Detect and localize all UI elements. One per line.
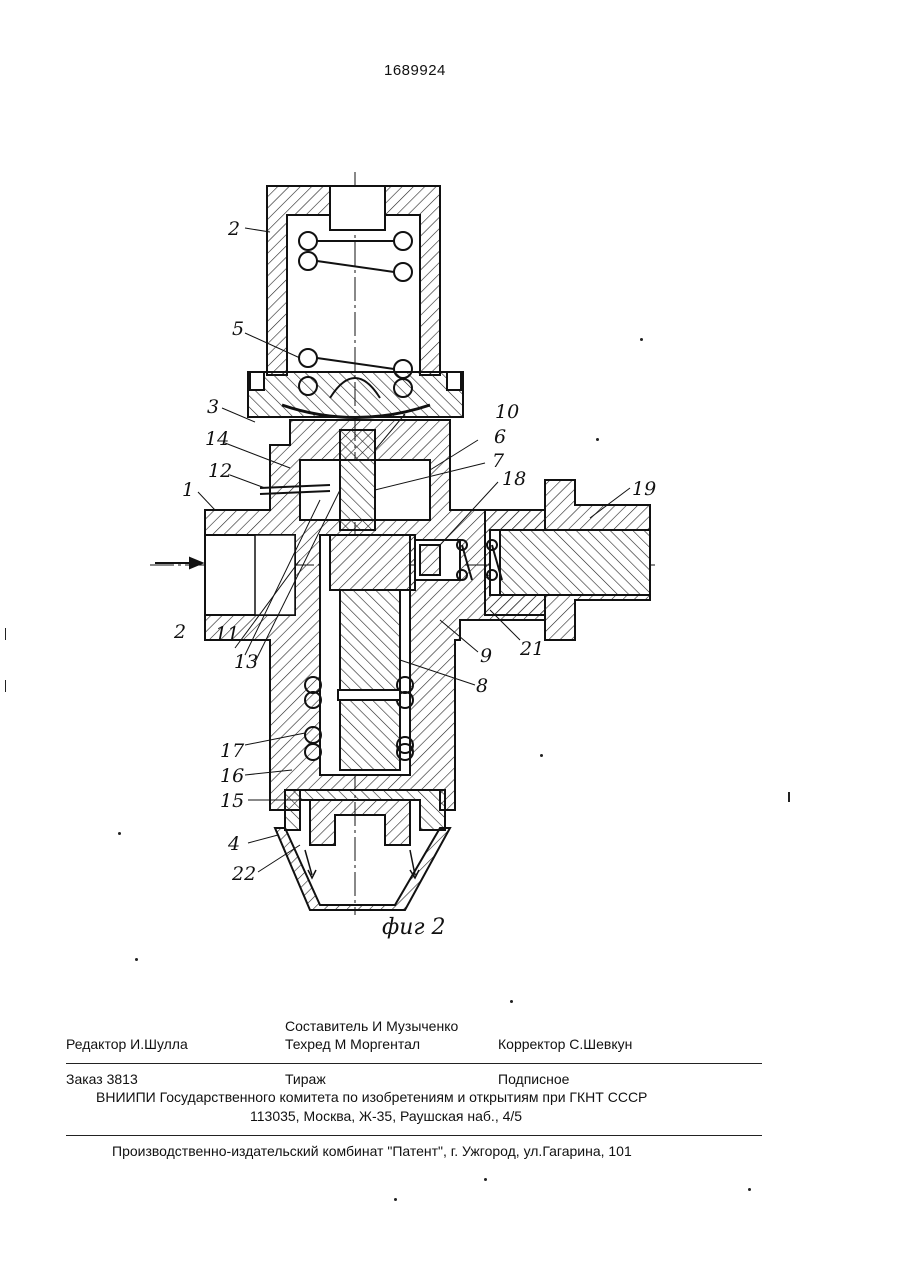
address-line: 113035, Москва, Ж-35, Раушская наб., 4/5 <box>250 1108 522 1124</box>
scan-speck <box>596 438 599 441</box>
scan-speck <box>5 680 6 692</box>
techred-line: Техред М Моргентал <box>285 1036 420 1052</box>
order-line: Заказ 3813 <box>66 1071 138 1087</box>
divider-top <box>66 1063 762 1064</box>
scan-speck <box>510 1000 513 1003</box>
scan-speck <box>640 338 643 341</box>
divider-bottom <box>66 1135 762 1136</box>
scan-speck <box>788 792 790 802</box>
scan-speck <box>748 1188 751 1191</box>
scan-speck <box>394 1198 397 1201</box>
compiler-line: Составитель И Музыченко <box>285 1018 458 1034</box>
subscription-line: Подписное <box>498 1071 569 1087</box>
editor-line: Редактор И.Шулла <box>66 1036 188 1052</box>
scan-speck <box>5 628 6 640</box>
publisher-line: Производственно-издательский комбинат "П… <box>112 1143 632 1159</box>
scan-speck <box>118 832 121 835</box>
circulation-line: Тираж <box>285 1071 326 1087</box>
institute-line: ВНИИПИ Государственного комитета по изоб… <box>96 1089 647 1105</box>
scan-speck <box>135 958 138 961</box>
scan-speck <box>484 1178 487 1181</box>
corrector-line: Корректор С.Шевкун <box>498 1036 632 1052</box>
scan-speck <box>540 754 543 757</box>
